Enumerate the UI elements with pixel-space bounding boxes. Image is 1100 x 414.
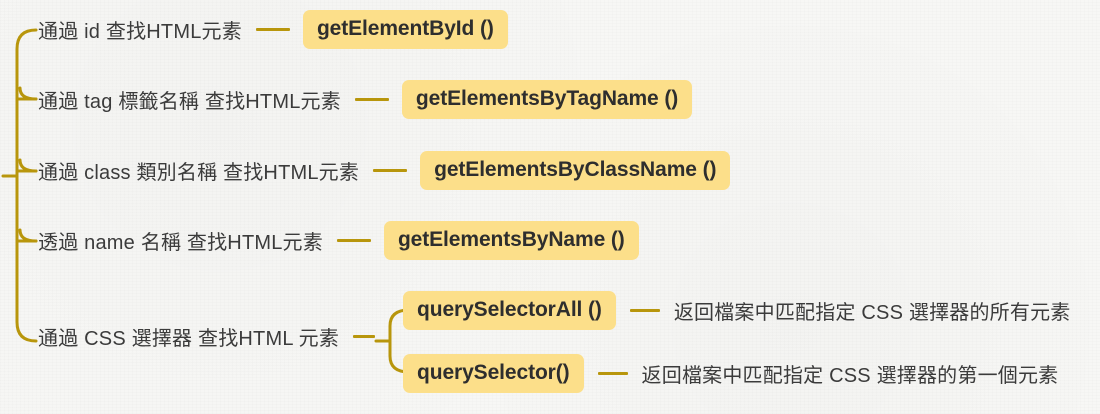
branch-label-4: 透過 name 名稱 查找HTML元素 bbox=[38, 232, 323, 254]
branch-row-5[interactable]: 通過 CSS 選擇器 查找HTML 元素 bbox=[38, 322, 376, 351]
method-badge-getelementbyid[interactable]: getElementById () bbox=[302, 10, 508, 49]
method-badge-queryselector[interactable]: querySelector() bbox=[403, 354, 584, 393]
connector-line bbox=[373, 169, 408, 172]
main-spine bbox=[15, 28, 38, 343]
css-child-description-1: 返回檔案中匹配指定 CSS 選擇器的所有元素 bbox=[673, 302, 1071, 324]
css-child-row-1[interactable]: querySelectorAll () 返回檔案中匹配指定 CSS 選擇器的所有… bbox=[403, 291, 1070, 330]
method-badge-getelementsbyclassname[interactable]: getElementsByClassName () bbox=[420, 151, 731, 190]
connector-line bbox=[255, 28, 290, 31]
method-badge-getelementsbytagname[interactable]: getElementsByTagName () bbox=[401, 80, 693, 119]
css-child-row-2[interactable]: querySelector() 返回檔案中匹配指定 CSS 選擇器的第一個元素 bbox=[403, 354, 1058, 393]
connector-line bbox=[336, 239, 371, 242]
method-badge-getelementsbyname[interactable]: getElementsByName () bbox=[383, 221, 639, 260]
branch-row-2[interactable]: 通過 tag 標籤名稱 查找HTML元素 getElementsByTagNam… bbox=[38, 80, 693, 119]
branch-row-4[interactable]: 透過 name 名稱 查找HTML元素 getElementsByName () bbox=[38, 221, 639, 260]
branch-row-1[interactable]: 通過 id 查找HTML元素 getElementById () bbox=[38, 10, 508, 49]
branch-row-3[interactable]: 通過 class 類別名稱 查找HTML元素 getElementsByClas… bbox=[38, 151, 731, 190]
elbow-2 bbox=[18, 86, 38, 101]
connector-line bbox=[629, 309, 660, 312]
elbow-4 bbox=[18, 228, 38, 243]
method-badge-queryselectorall[interactable]: querySelectorAll () bbox=[403, 291, 616, 330]
branch-label-1: 通過 id 查找HTML元素 bbox=[38, 21, 242, 43]
elbow-3 bbox=[18, 158, 38, 173]
branch-label-5: 通過 CSS 選擇器 查找HTML 元素 bbox=[38, 328, 340, 350]
css-child-description-2: 返回檔案中匹配指定 CSS 選擇器的第一個元素 bbox=[641, 365, 1059, 387]
branch-label-3: 通過 class 類別名稱 查找HTML元素 bbox=[38, 162, 360, 184]
connector-line bbox=[597, 372, 628, 375]
branch-label-2: 通過 tag 標籤名稱 查找HTML元素 bbox=[38, 91, 341, 113]
connector-line bbox=[354, 98, 389, 101]
connector-line bbox=[353, 335, 376, 338]
